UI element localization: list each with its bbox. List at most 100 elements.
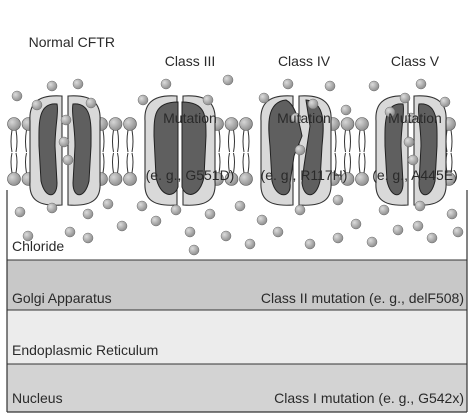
chloride-ion [407, 154, 419, 166]
lipid-head-top [224, 117, 239, 131]
lipid-tail-bottom [112, 152, 119, 174]
label-class-v-line3: (e. g., A445E) [372, 167, 458, 183]
chloride-ion [72, 78, 84, 90]
chloride-ion [350, 218, 362, 230]
chloride-ion [14, 206, 26, 218]
chloride-ion [446, 208, 458, 220]
chloride-ion [184, 226, 196, 238]
chloride-ion [307, 98, 319, 110]
cftr-channel-normal [29, 95, 101, 206]
chloride-ion [116, 220, 128, 232]
lipid-tail-top [358, 129, 366, 153]
label-class-iii-line1: Class III [164, 53, 216, 69]
nucleus-mutation-label: Class I mutation (e. g., G542x) [274, 390, 464, 406]
chloride-ion [62, 154, 74, 166]
chloride-ion [85, 97, 97, 109]
label-class-v: Class V Mutation (e. g., A445E) [356, 14, 474, 223]
chloride-ion [188, 244, 200, 256]
chloride-ion [332, 232, 344, 244]
channel-helix-right [181, 101, 207, 195]
cftr-channels [29, 95, 447, 206]
chloride-ion [294, 204, 306, 216]
label-class-iv: Class IV Mutation (e. g., R117H) [244, 14, 364, 223]
golgi-mutation-label: Class II mutation (e. g., delF508) [260, 290, 464, 306]
lipid-head-top [340, 117, 355, 131]
chloride-ion [399, 92, 411, 104]
chloride-ion [426, 232, 438, 244]
chloride-ion [258, 92, 270, 104]
chloride-ions [11, 74, 464, 256]
label-class-iv-line1: Class IV [277, 53, 331, 69]
chloride-ion [22, 230, 34, 242]
lipid-tail-top [344, 129, 351, 153]
er-label: Endoplasmic Reticulum [12, 342, 159, 358]
label-class-v-line1: Class V [390, 53, 440, 69]
channel-helix-left [153, 101, 179, 195]
chloride-ion [137, 94, 149, 106]
chloride-ion [150, 215, 162, 227]
chloride-ion [282, 78, 294, 90]
channel-helix-left [384, 103, 405, 196]
lipid-head-top [123, 117, 137, 131]
chloride-ion [136, 200, 148, 212]
chloride-ion [366, 236, 378, 248]
chloride-ion [294, 144, 306, 156]
lipid-head-bottom [224, 172, 239, 186]
chloride-ion [204, 208, 216, 220]
cftr-channel-class5 [375, 95, 447, 206]
golgi-label: Golgi Apparatus [12, 290, 112, 306]
chloride-ion [222, 74, 234, 86]
lipid-tail-bottom [228, 152, 235, 174]
chloride-ion [452, 226, 464, 238]
lipid-head-top [355, 117, 369, 131]
lipid-head-bottom [239, 172, 253, 186]
chloride-ion [403, 136, 415, 148]
chloride-ion [160, 78, 172, 90]
lipid-head-bottom [355, 172, 369, 186]
chloride-ion [368, 80, 380, 92]
lipid-head-bottom [7, 172, 21, 186]
lipid-tail-bottom [126, 152, 134, 174]
lipid-head-top [239, 117, 253, 131]
chloride-ion [392, 224, 404, 236]
lipid-tail-bottom [358, 152, 366, 174]
cftr-channel-class4 [260, 95, 332, 206]
chloride-ion [58, 136, 70, 148]
chloride-ion [31, 99, 43, 111]
golgi-band [7, 260, 467, 310]
chloride-ion [412, 220, 424, 232]
channel-helix-right [301, 99, 324, 196]
chloride-ion [384, 106, 396, 118]
lipid-tail-top [242, 129, 250, 153]
chloride-ion [290, 112, 302, 124]
cftr-channel-class3 [144, 95, 216, 206]
chloride-ion [415, 78, 427, 90]
chloride-ion [102, 198, 114, 210]
lipid-tail-top [228, 129, 235, 153]
chloride-ion [220, 230, 232, 242]
chloride-ion [272, 226, 284, 238]
chloride-label: Chloride [12, 238, 65, 254]
chloride-ion [332, 194, 344, 206]
chloride-ion [82, 232, 94, 244]
channel-helix-right [71, 103, 92, 196]
chloride-ion [414, 200, 426, 212]
lipid-tail-bottom [344, 152, 351, 174]
chloride-ion [60, 114, 72, 126]
chloride-ion [11, 90, 23, 102]
channel-helix-right [417, 103, 438, 196]
nucleus-label: Nucleus [12, 390, 63, 406]
chloride-ion [378, 204, 390, 216]
label-normal-cftr: Normal CFTR [28, 34, 115, 50]
label-class-iii-line2: Mutation [163, 110, 217, 126]
chloride-ion [234, 200, 246, 212]
lipid-head-bottom [108, 172, 123, 186]
chloride-ion [324, 80, 336, 92]
label-class-iv-line2: Mutation [277, 110, 331, 126]
chloride-ion [244, 238, 256, 250]
chloride-ion [256, 214, 268, 226]
chloride-ion [405, 112, 417, 124]
chloride-ion [439, 96, 451, 108]
